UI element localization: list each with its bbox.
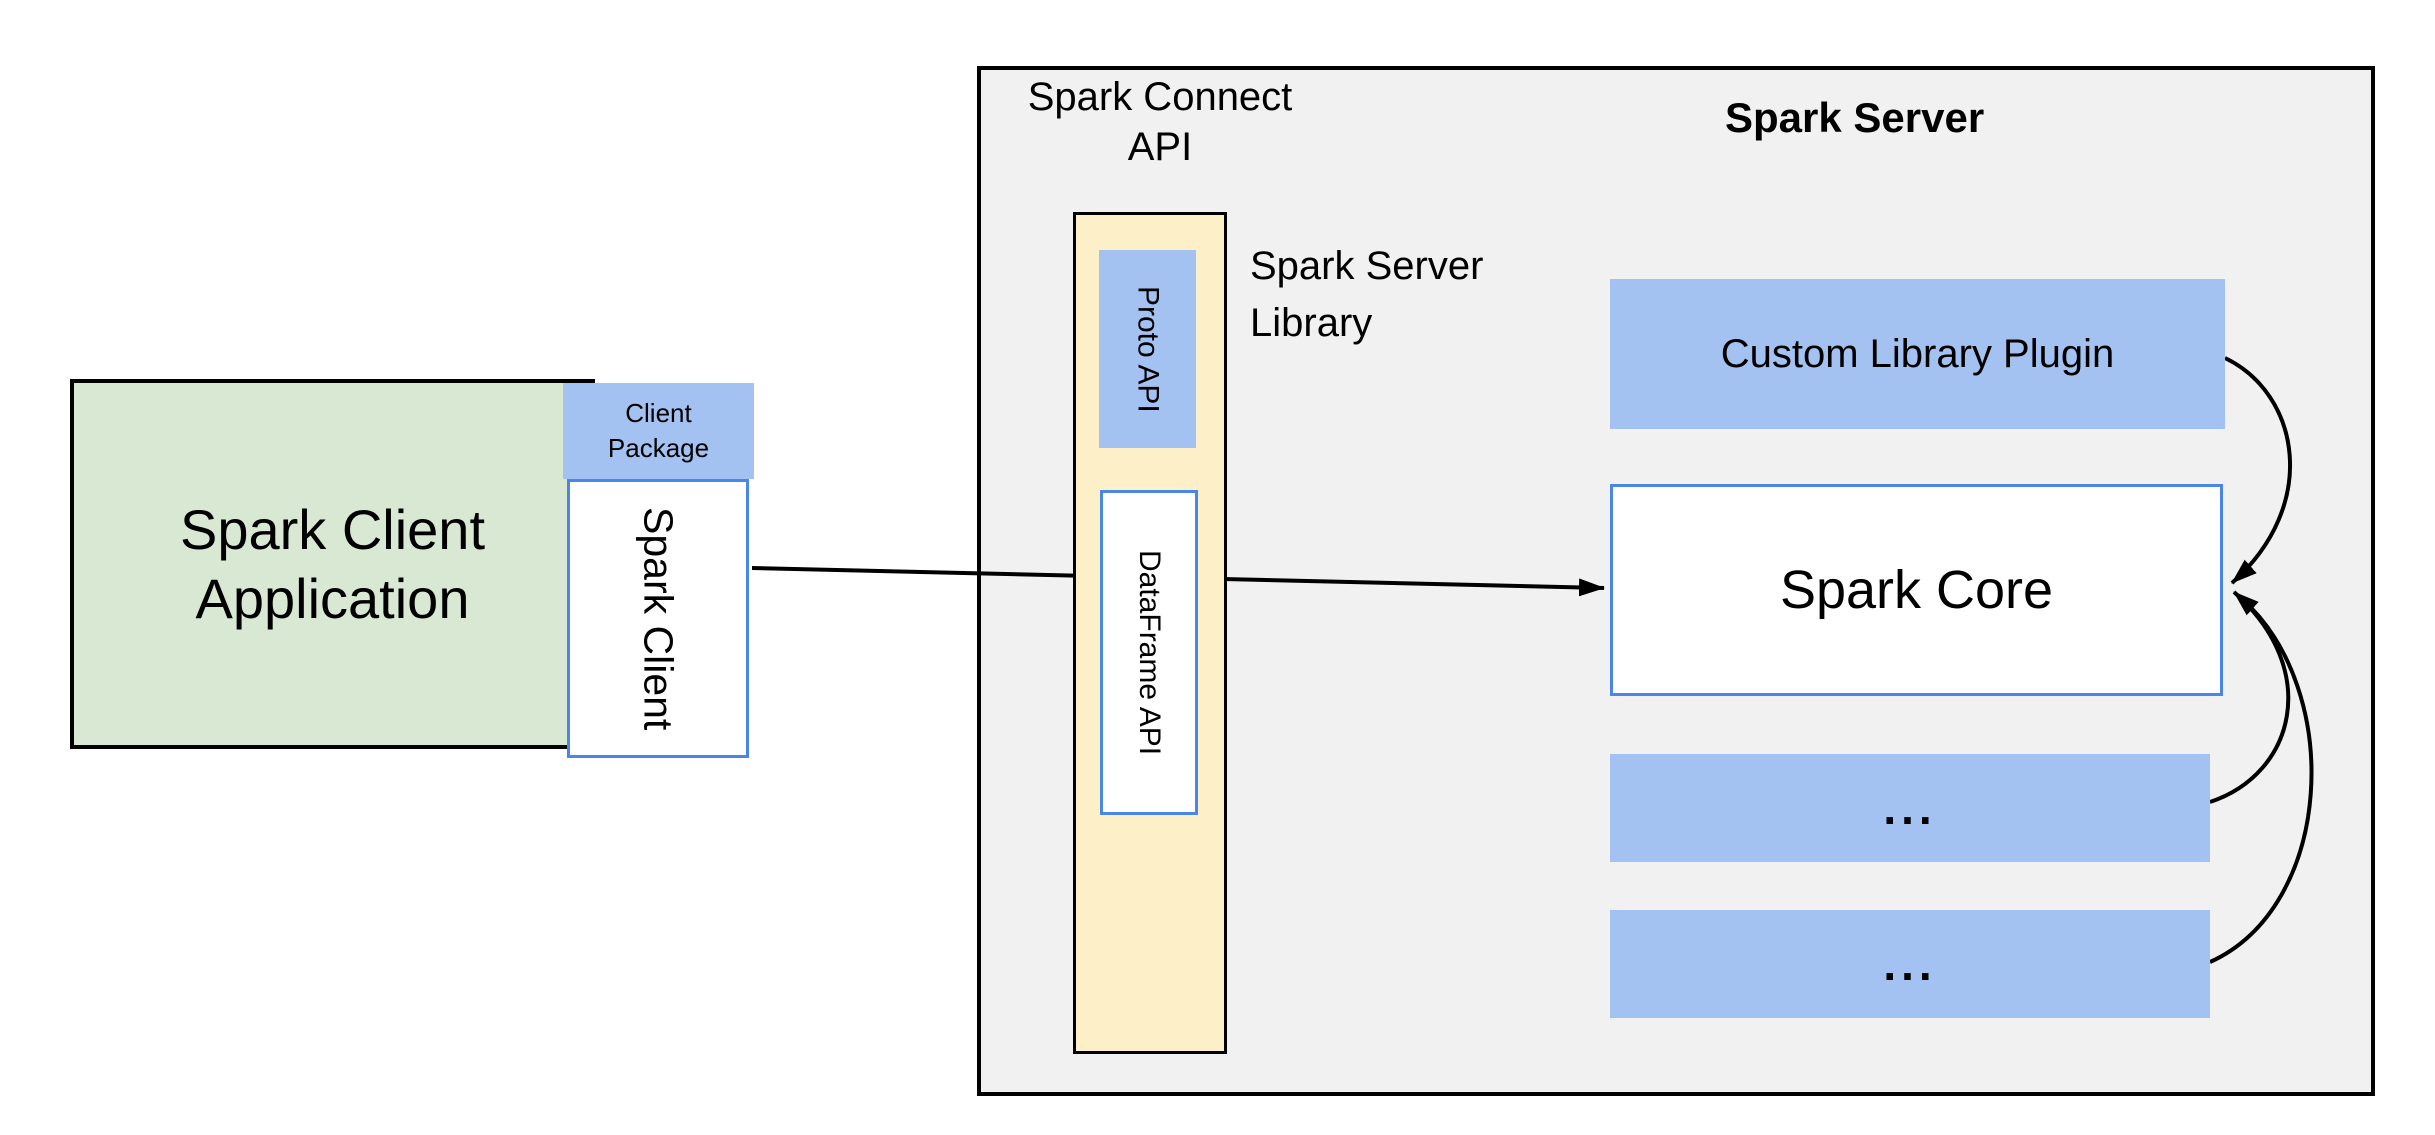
spark-server-library-label-line1: Spark Server bbox=[1250, 244, 1484, 288]
proto-api-label: Proto API bbox=[1131, 285, 1165, 413]
client-package-label-line1: Client bbox=[625, 398, 692, 428]
spark-client-label: Spark Client bbox=[635, 506, 682, 731]
spark-client-box: Spark Client bbox=[567, 479, 749, 758]
custom-library-plugin-label: Custom Library Plugin bbox=[1720, 331, 2115, 376]
more-plugins-label-1: ... bbox=[1883, 782, 1937, 834]
spark-server-library-label: Spark Server Library bbox=[1250, 238, 1483, 352]
spark-server-library-label-line2: Library bbox=[1250, 301, 1373, 345]
proto-api-box: Proto API bbox=[1099, 250, 1196, 448]
spark-server-title: Spark Server bbox=[1725, 94, 1985, 141]
spark-core-label: Spark Core bbox=[1779, 560, 2054, 620]
more-plugins-box-1: ... bbox=[1610, 754, 2210, 862]
more-plugins-box-2: ... bbox=[1610, 910, 2210, 1018]
custom-library-plugin-box: Custom Library Plugin bbox=[1610, 279, 2225, 429]
spark-connect-api-label: Spark Connect API bbox=[985, 72, 1335, 172]
spark-core-box: Spark Core bbox=[1610, 484, 2223, 696]
client-package-box: Client Package bbox=[563, 383, 754, 479]
spark-connect-api-label-line1: Spark Connect bbox=[1027, 75, 1293, 119]
spark-client-application-box: Spark Client Application bbox=[70, 379, 595, 749]
dataframe-api-box: DataFrame API bbox=[1100, 490, 1198, 815]
dataframe-api-label: DataFrame API bbox=[1133, 549, 1166, 756]
spark-connect-api-label-line2: API bbox=[1127, 125, 1193, 169]
spark-client-application-label-line2: Application bbox=[195, 567, 470, 630]
more-plugins-label-2: ... bbox=[1883, 938, 1937, 990]
spark-client-application-label-line1: Spark Client bbox=[179, 498, 486, 561]
client-package-label-line2: Package bbox=[607, 433, 710, 463]
